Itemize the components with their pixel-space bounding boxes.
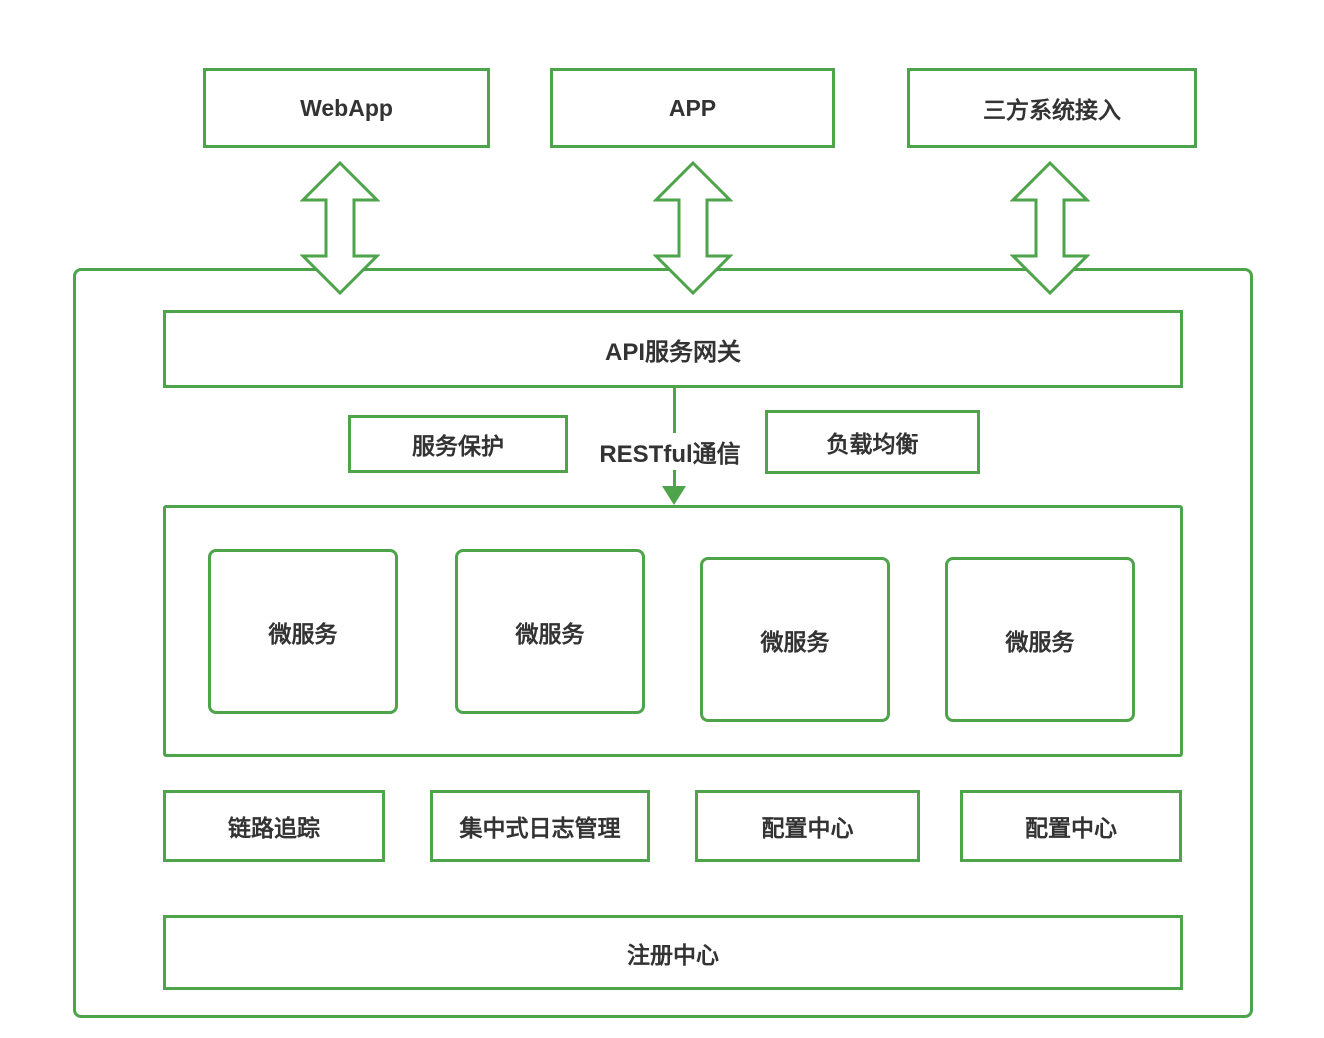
- restful-communication-label: RESTful通信: [594, 433, 746, 470]
- link-tracing-box: 链路追踪: [163, 790, 385, 862]
- api-gateway-box: API服务网关: [163, 310, 1183, 388]
- microservice-box-4: 微服务: [945, 557, 1135, 722]
- load-balancing-box: 负载均衡: [765, 410, 980, 474]
- node-webapp: WebApp: [203, 68, 490, 148]
- service-protection-box: 服务保护: [348, 415, 568, 473]
- microservice-box-2: 微服务: [455, 549, 645, 714]
- node-third-party-access: 三方系统接入: [907, 68, 1197, 148]
- double-arrow-icon-webapp: [300, 160, 380, 296]
- log-management-box: 集中式日志管理: [430, 790, 650, 862]
- config-center-box-1: 配置中心: [695, 790, 920, 862]
- node-app: APP: [550, 68, 835, 148]
- microservice-box-1: 微服务: [208, 549, 398, 714]
- double-arrow-icon-third-party: [1010, 160, 1090, 296]
- down-arrow-icon: [662, 486, 686, 505]
- double-arrow-icon-app: [653, 160, 733, 296]
- registry-center-box: 注册中心: [163, 915, 1183, 990]
- microservice-box-3: 微服务: [700, 557, 890, 722]
- config-center-box-2: 配置中心: [960, 790, 1182, 862]
